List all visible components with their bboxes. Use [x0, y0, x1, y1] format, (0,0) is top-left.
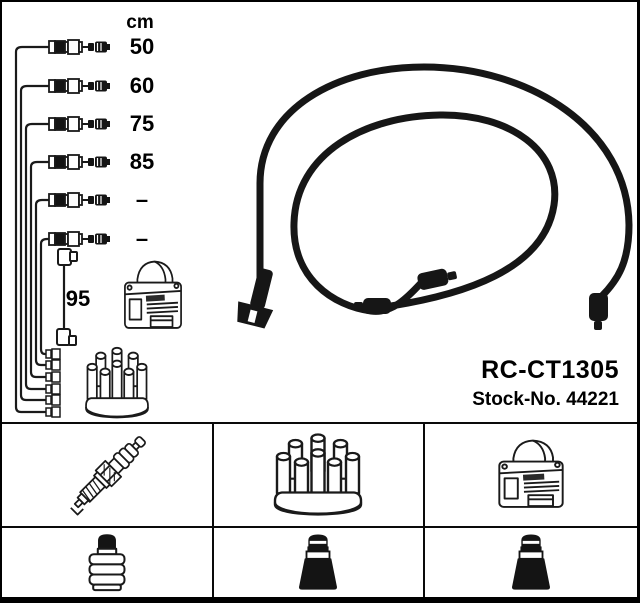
- cell-ignition-coil: [425, 424, 637, 528]
- coil-wire-length-label: 95: [65, 286, 91, 311]
- cable-length-label-3: 75: [129, 111, 155, 136]
- cable-connector: [417, 268, 457, 290]
- coiled-cables-drawing: [237, 63, 633, 330]
- cable-length-label-2: 60: [129, 73, 155, 98]
- distributor-cap-icon: [274, 433, 363, 516]
- cell-distributor-cap: [213, 424, 426, 528]
- unit-header: cm: [126, 12, 154, 33]
- product-code: RC-CT1305: [481, 356, 619, 384]
- cell-spark-plug: [2, 424, 214, 528]
- distributor-cap-drawing: [85, 346, 149, 419]
- cable-length-label-5: –: [135, 187, 149, 212]
- angled-boot-connector: [237, 268, 274, 329]
- cable-set-drawing: [14, 39, 110, 418]
- cable-connector: [589, 293, 608, 330]
- components-table: [2, 422, 637, 597]
- cell-coil-boot: [425, 528, 637, 597]
- stock-number: Stock-No. 44221: [472, 389, 619, 410]
- ignition-coil-drawing: [123, 260, 183, 329]
- cell-distributor-boot: [213, 528, 426, 597]
- cable-connector: [354, 298, 391, 314]
- cable-length-label-4: 85: [129, 149, 155, 174]
- product-info: RC-CT1305 Stock-No. 44221: [472, 356, 619, 411]
- ignition-coil-icon: [498, 439, 564, 508]
- spark-plug-icon: [63, 430, 152, 519]
- cell-spark-plug-boot: [2, 528, 214, 597]
- distributor-boot-icon: [298, 533, 338, 591]
- coil-boot-icon: [511, 533, 551, 591]
- cable-length-label-1: 50: [129, 34, 155, 59]
- cable-length-label-6: –: [135, 226, 149, 251]
- spark-plug-boot-icon: [88, 533, 126, 592]
